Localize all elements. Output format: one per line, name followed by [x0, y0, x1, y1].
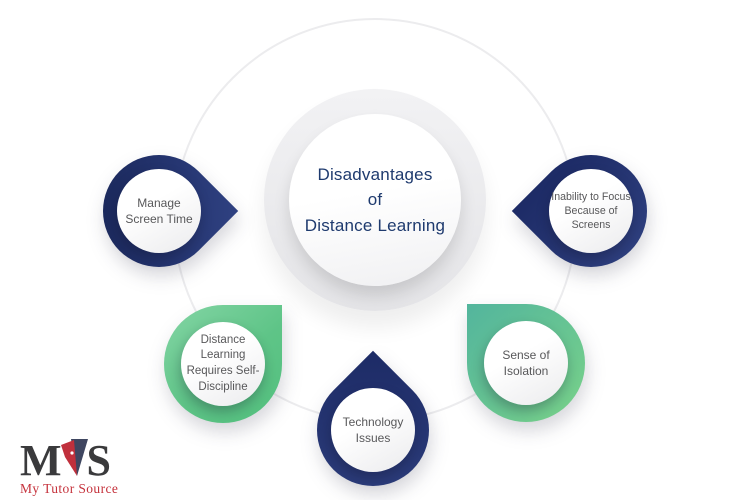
center-title-line-2: of — [367, 190, 383, 210]
node-label: Manage Screen Time — [125, 195, 193, 226]
node-circle: Distance Learning Requires Self- Discipl… — [181, 322, 265, 406]
node-label: Technology Issues — [342, 414, 404, 445]
node-label: Inability to Focus Because of Screens — [551, 190, 631, 232]
node-label: Sense of Isolation — [502, 347, 550, 378]
node-technology-issues: Technology Issues — [293, 350, 453, 500]
node-label: Distance Learning Requires Self- Discipl… — [186, 333, 260, 393]
center-title-line-3: Distance Learning — [304, 215, 446, 235]
node-circle: Inability to Focus Because of Screens — [549, 169, 633, 253]
node-manage-screen-time: Manage Screen Time — [79, 131, 239, 291]
logo-letter-s: S — [86, 436, 112, 485]
logo-tagline: My Tutor Source — [20, 481, 119, 496]
logo-lettermark: M S — [20, 436, 160, 485]
node-sense-of-isolation: Sense of Isolation — [467, 304, 585, 422]
node-circle: Manage Screen Time — [117, 169, 201, 253]
node-requires-self-discipline: Distance Learning Requires Self- Discipl… — [164, 305, 282, 423]
center-title: Disadvantages of Distance Learning — [305, 162, 445, 239]
center-title-line-1: Disadvantages — [317, 164, 433, 184]
node-circle: Technology Issues — [331, 388, 415, 472]
pen-nib-icon — [59, 438, 89, 480]
mts-logo: M S My Tutor Source — [20, 438, 160, 497]
node-circle: Sense of Isolation — [484, 321, 568, 405]
logo-letter-m: M — [20, 436, 62, 485]
node-inability-to-focus: Inability to Focus Because of Screens — [511, 131, 671, 291]
center-circle: Disadvantages of Distance Learning — [289, 114, 461, 286]
